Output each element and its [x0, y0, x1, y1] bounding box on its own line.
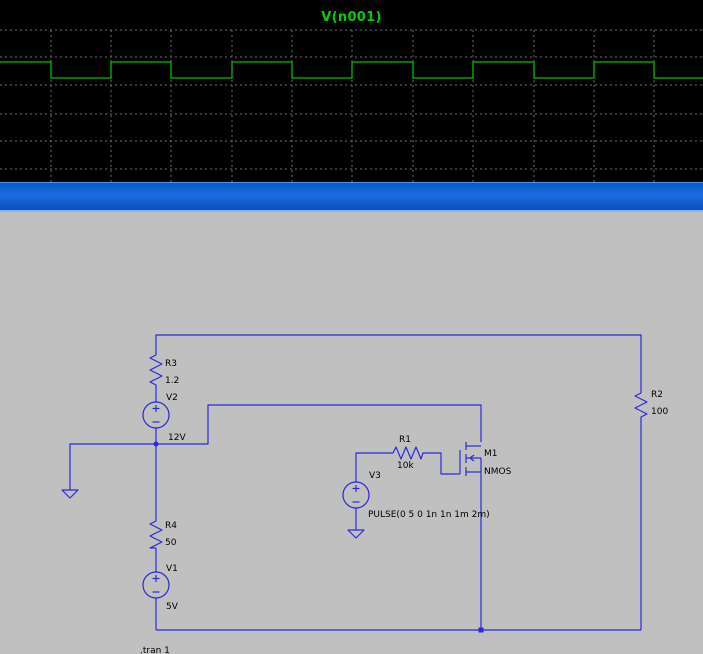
waveform-plot[interactable] — [0, 0, 703, 182]
wire-r1-gate[interactable] — [425, 452, 460, 475]
plot-grid — [0, 29, 703, 182]
m1-nmos-transistor[interactable] — [459, 442, 482, 476]
v1-voltage-source[interactable] — [142, 571, 170, 599]
m1-ref-label[interactable]: M1 — [484, 449, 498, 459]
v2-ref-label[interactable]: V2 — [166, 393, 178, 403]
spice-directive[interactable]: .tran 1 — [140, 646, 170, 654]
v1-ref-label[interactable]: V1 — [166, 564, 178, 574]
v3-ref-label[interactable]: V3 — [369, 471, 381, 481]
r4-value-label[interactable]: 50 — [165, 538, 177, 548]
ground-symbol[interactable] — [61, 489, 79, 499]
r1-resistor[interactable] — [389, 446, 425, 460]
schematic-editor-pane[interactable]: R3 1.2 V2 12V R4 50 V1 5V R2 100 R1 10k … — [0, 212, 703, 654]
v2-voltage-source[interactable] — [142, 401, 170, 429]
wire-node-drain[interactable] — [156, 404, 482, 445]
v1-value-label[interactable]: 5V — [166, 602, 179, 612]
wire-v3-r1[interactable] — [355, 452, 389, 482]
r2-resistor[interactable] — [634, 390, 648, 419]
junction-dot — [478, 627, 484, 633]
m1-model-label[interactable]: NMOS — [484, 467, 512, 477]
v2-value-label[interactable]: 12V — [168, 433, 186, 443]
pane-splitter[interactable] — [0, 182, 703, 212]
r3-value-label[interactable]: 1.2 — [165, 376, 179, 386]
waveform-trace-v-n001[interactable] — [0, 61, 703, 79]
r1-ref-label[interactable]: R1 — [399, 435, 411, 445]
v3-value-label[interactable]: PULSE(0 5 0 1n 1n 1m 2m) — [368, 510, 490, 520]
r4-resistor[interactable] — [149, 517, 163, 549]
wire-top-rail[interactable] — [155, 334, 642, 390]
waveform-plot-pane[interactable]: V(n001) — [0, 0, 703, 182]
r1-value-label[interactable]: 10k — [397, 461, 414, 471]
r3-resistor[interactable] — [149, 351, 163, 387]
v3-voltage-source[interactable] — [342, 481, 370, 509]
r3-ref-label[interactable]: R3 — [165, 359, 177, 369]
r2-ref-label[interactable]: R2 — [651, 390, 663, 400]
ground-symbol[interactable] — [347, 529, 365, 539]
junction-dot — [153, 441, 159, 447]
r2-value-label[interactable]: 100 — [651, 407, 668, 417]
trace-label[interactable]: V(n001) — [321, 10, 382, 25]
schematic-canvas[interactable]: R3 1.2 V2 12V R4 50 V1 5V R2 100 R1 10k … — [0, 212, 703, 654]
wire-gnd[interactable] — [69, 443, 156, 490]
r4-ref-label[interactable]: R4 — [165, 521, 177, 531]
